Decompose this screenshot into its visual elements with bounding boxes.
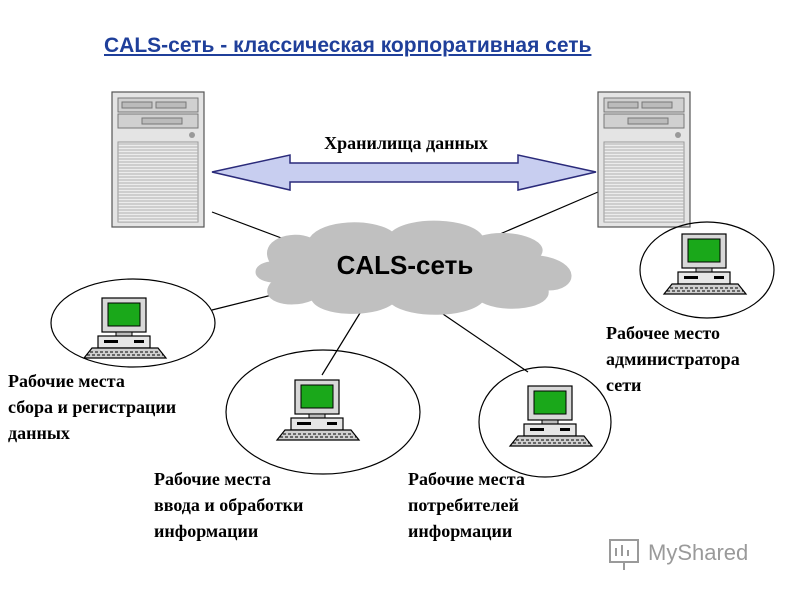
admin-label-line: Рабочее место <box>606 323 720 343</box>
cals-cloud <box>255 220 572 315</box>
input-label-line: информации <box>154 521 259 541</box>
computer-icon <box>509 385 593 447</box>
admin-label-line: администратора <box>606 349 740 369</box>
input-label-line: ввода и обработки <box>154 495 304 515</box>
collection-label-line: сбора и регистрации <box>8 397 177 417</box>
admin-label: Рабочее место администратора сети <box>606 320 740 398</box>
consumers-label-line: Рабочие места <box>408 469 525 489</box>
collection-label-line: данных <box>8 423 70 443</box>
consumers-label: Рабочие места потребителей информации <box>408 466 525 544</box>
link-consumers <box>439 311 529 373</box>
consumers-label-line: потребителей <box>408 495 519 515</box>
myshared-logo-icon <box>609 539 639 570</box>
collection-label: Рабочие места сбора и регистрации данных <box>8 368 176 446</box>
computer-icon <box>663 233 747 295</box>
computer-icon <box>276 379 360 441</box>
network-label: CALS-сеть <box>336 250 474 280</box>
consumers-ellipse <box>478 366 612 478</box>
server-right <box>597 91 691 228</box>
input-ellipse <box>225 349 421 475</box>
input-label-line: Рабочие места <box>154 469 271 489</box>
input-label: Рабочие места ввода и обработки информац… <box>154 466 303 544</box>
collection-ellipse <box>50 278 216 368</box>
computer-icon <box>83 297 167 359</box>
server-left <box>111 91 205 228</box>
collection-label-line: Рабочие места <box>8 371 125 391</box>
storage-label: Хранилища данных <box>324 133 488 153</box>
storage-double-arrow <box>211 154 597 191</box>
link-right-server <box>499 191 599 235</box>
consumers-label-line: информации <box>408 521 513 541</box>
admin-ellipse <box>639 221 775 319</box>
admin-label-line: сети <box>606 375 642 395</box>
watermark: MyShared <box>648 540 749 565</box>
page-title: CALS-сеть - классическая корпоративная с… <box>104 34 592 57</box>
